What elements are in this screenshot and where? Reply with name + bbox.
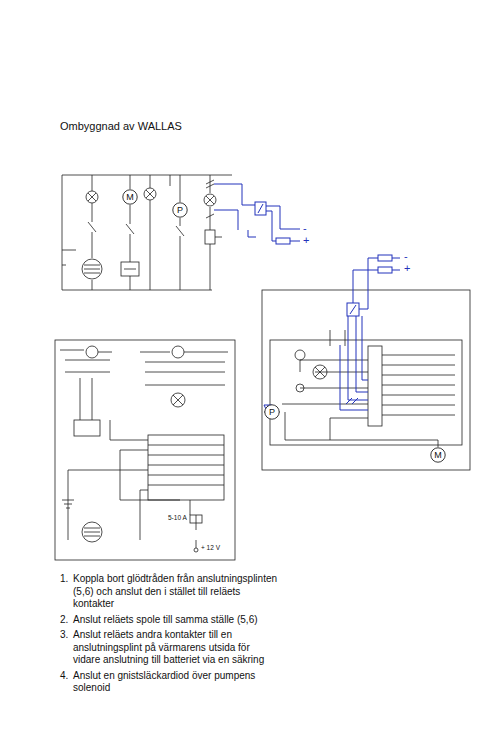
- terminal-sign: -: [303, 222, 307, 236]
- symbol-letter: M: [126, 193, 134, 202]
- motor-symbol: M: [122, 189, 138, 205]
- pump-symbol: P: [264, 404, 280, 420]
- symbol-letter: M: [434, 451, 442, 460]
- list-number: 3.: [60, 629, 68, 642]
- symbol-outline: [431, 448, 445, 462]
- original-schematic-bottom-left: [55, 340, 235, 560]
- symbol-outline: [265, 405, 279, 419]
- symbol-letter: P: [177, 206, 183, 215]
- instruction-text: Koppla bort glödtråden från anslutningsp…: [73, 573, 278, 611]
- list-number: 2.: [60, 614, 68, 627]
- relay-addition-top: [214, 184, 300, 244]
- list-number: 1.: [60, 573, 68, 586]
- symbol-outline: [123, 190, 137, 204]
- original-schematic-top: [62, 175, 232, 290]
- terminal-sign: -: [404, 250, 408, 264]
- terminal-sign: +: [303, 234, 309, 248]
- instruction-text: Anslut reläets andra kontakter till en a…: [73, 629, 278, 667]
- terminal-sign: +: [404, 262, 410, 276]
- symbol-letter: P: [269, 408, 275, 417]
- original-schematic-right: [262, 290, 470, 470]
- motor-symbol: M: [430, 447, 446, 463]
- instruction-text: Anslut en gnistsläckardiod över pumpens …: [73, 670, 278, 695]
- pump-symbol: P: [172, 202, 188, 218]
- symbol-outline: [173, 203, 187, 217]
- list-number: 4.: [60, 670, 68, 683]
- supply-voltage: + 12 V: [201, 544, 220, 552]
- relay-addition-right: [264, 255, 400, 418]
- instruction-text: Anslut reläets spole till samma ställe (…: [73, 614, 278, 627]
- page-title: Ombyggnad av WALLAS: [60, 120, 182, 134]
- fuse-rating: 5-10 A: [168, 514, 187, 522]
